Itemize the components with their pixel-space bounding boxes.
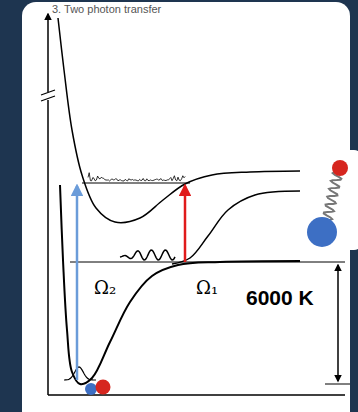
icon-tab — [302, 150, 358, 250]
molecule-atom-red — [96, 380, 111, 395]
rabi-frequency-label: Ω₁ — [196, 278, 218, 298]
bound-wavefunction — [88, 173, 185, 181]
y-axis — [47, 14, 49, 395]
omega1-arrow — [184, 186, 187, 262]
energy-label: 6000 K — [246, 286, 314, 309]
diagram-title: 3. Two photon transfer — [52, 3, 161, 15]
white-panel — [22, 2, 350, 412]
ground-wavefunction — [64, 367, 96, 380]
energy-gap-arrow — [337, 265, 339, 381]
upper-potential-curve — [58, 18, 300, 223]
rabi-frequency-label: Ω₂ — [94, 278, 116, 298]
molecule-atom-blue — [85, 383, 97, 395]
threshold-level-line — [70, 262, 345, 263]
intermediate-potential-curve — [172, 191, 300, 264]
upper-level-line — [82, 183, 190, 184]
ground-potential-curve — [60, 185, 300, 384]
axis-break-mark — [41, 90, 55, 101]
molecule-atom-blue — [307, 217, 337, 247]
ground-level-tick — [325, 384, 350, 385]
scattering-wave — [120, 250, 175, 260]
molecule-atom-red — [332, 160, 348, 176]
omega2-arrow — [76, 186, 79, 380]
